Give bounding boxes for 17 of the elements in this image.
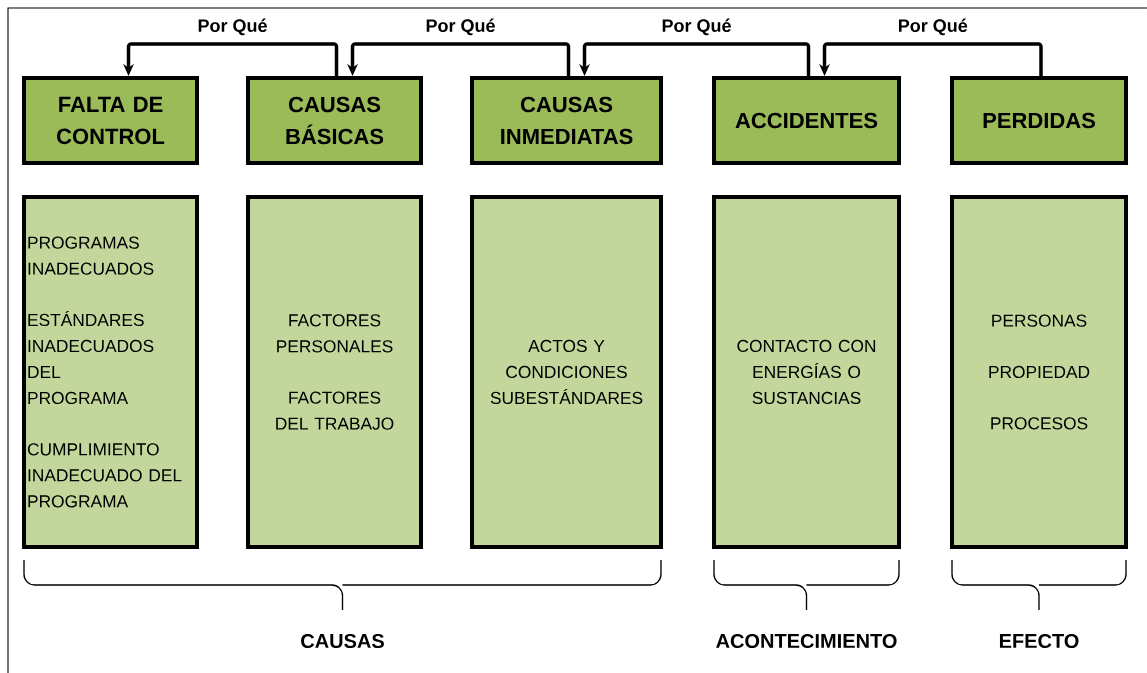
edge-label: Por Qué xyxy=(198,18,267,36)
edge-label: Por Qué xyxy=(426,18,495,36)
edge-label: Por Qué xyxy=(662,18,731,36)
group-label: ACONTECIMIENTO xyxy=(716,633,897,649)
group-label: CAUSAS xyxy=(301,633,384,649)
edge-label: Por Qué xyxy=(898,18,968,36)
detail-box: CONTACTO CON ENERGÍAS O SUSTANCIAS xyxy=(712,195,901,549)
category-box: PERDIDAS xyxy=(950,76,1128,165)
detail-box: ACTOS Y CONDICIONES SUBESTÁNDARES xyxy=(470,195,663,549)
category-box: ACCIDENTES xyxy=(712,76,901,165)
detail-box: PERSONAS PROPIEDAD PROCESOS xyxy=(950,195,1128,549)
category-box: CAUSAS INMEDIATAS xyxy=(470,76,663,165)
category-box: FALTA DE CONTROL xyxy=(22,76,199,165)
detail-box: PROGRAMAS INADECUADOS ESTÁNDARES INADECUADOS DEL PROGRAMA CUMPLIMIENTO INADECUADO DEL PROGRAMA xyxy=(22,195,199,549)
detail-box: FACTORES PERSONALES FACTORES DEL TRABAJO xyxy=(246,195,423,549)
category-box: CAUSAS BÁSICAS xyxy=(246,76,423,165)
group-label: EFECTO xyxy=(999,633,1079,649)
